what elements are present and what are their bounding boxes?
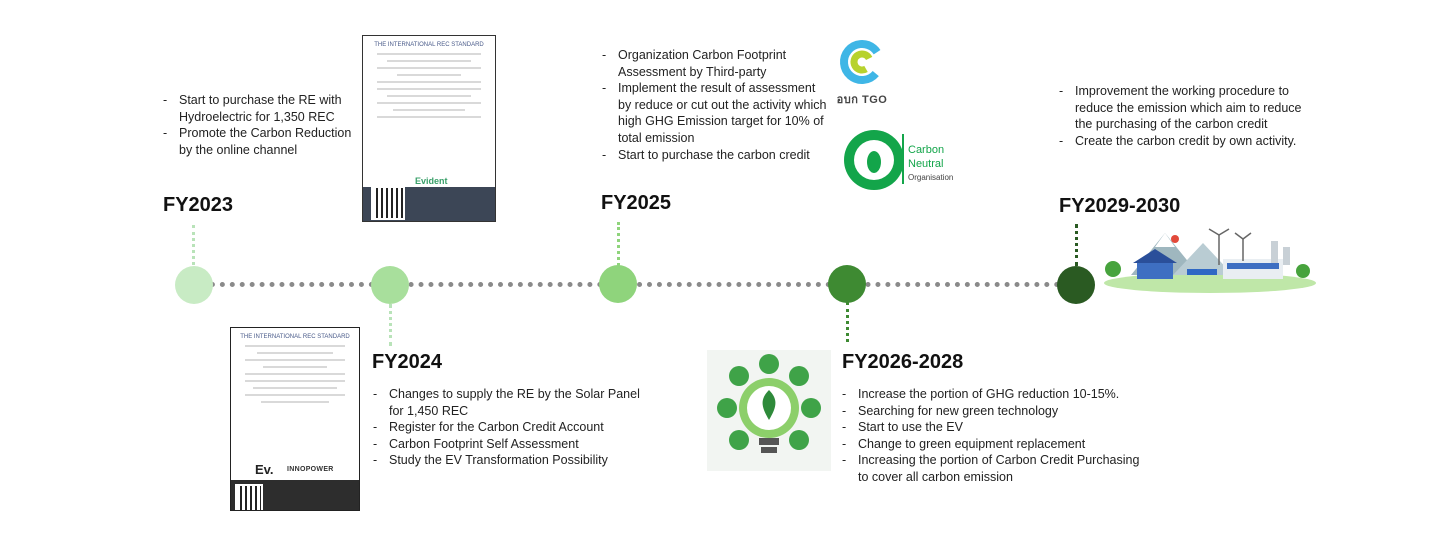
rec-certificate-bottom: THE INTERNATIONAL REC STANDARD Ev. INNOP… [230, 327, 360, 511]
connector-fy2023 [192, 225, 195, 265]
list-item: Study the EV Transformation Possibility [373, 452, 643, 469]
certificate-title: THE INTERNATIONAL REC STANDARD [240, 334, 350, 340]
list-item: Changes to supply the RE by the Solar Pa… [373, 386, 643, 419]
connector-fy2024 [389, 304, 392, 346]
innopower-logo: INNOPOWER [287, 466, 334, 473]
fy2026-list: Increase the portion of GHG reduction 10… [842, 386, 1142, 486]
timeline-line [200, 282, 1080, 287]
list-item: Carbon Footprint Self Assessment [373, 436, 643, 453]
list-item: Start to purchase the carbon credit [602, 147, 830, 164]
list-item: Create the carbon credit by own activity… [1059, 133, 1314, 150]
ev-logo: Ev. [255, 462, 274, 477]
tgo-logo: อบก TGO [836, 38, 888, 116]
tgo-logo-text: อบก TGO [836, 94, 888, 106]
list-item: Improvement the working procedure to red… [1059, 83, 1314, 133]
timeline-node-fy2029 [1057, 266, 1095, 304]
year-label-fy2023: FY2023 [163, 194, 234, 216]
connector-fy2025 [617, 222, 620, 266]
carbon-neutral-line1: Carbon [908, 144, 945, 156]
bulb-icon [707, 350, 831, 471]
connector-fy2026 [846, 302, 849, 342]
timeline-node-fy2023 [175, 266, 213, 304]
evident-logo: Evident [415, 176, 448, 186]
fy2024-list: Changes to supply the RE by the Solar Pa… [373, 386, 643, 469]
carbon-neutral-line2: Neutral [908, 158, 944, 170]
carbon-neutral-line3: Organisation [908, 173, 954, 182]
list-item: Implement the result of assessment by re… [602, 80, 830, 146]
list-item: Change to green equipment replacement [842, 436, 1142, 453]
list-item: Increase the portion of GHG reduction 10… [842, 386, 1142, 403]
year-label-fy2024: FY2024 [372, 351, 443, 373]
timeline-node-fy2024 [371, 266, 409, 304]
timeline-node-fy2025 [599, 265, 637, 303]
year-label-fy2026-2028: FY2026-2028 [842, 351, 964, 373]
certificate-title: THE INTERNATIONAL REC STANDARD [374, 42, 484, 48]
year-label-fy2025: FY2025 [601, 192, 672, 214]
list-item: Register for the Carbon Credit Account [373, 419, 643, 436]
rec-certificate-top: THE INTERNATIONAL REC STANDARD Evident [362, 35, 496, 222]
carbon-neutral-logo: Carbon Neutral Organisation [842, 128, 962, 194]
list-item: Organization Carbon Footprint Assessment… [602, 47, 830, 80]
list-item: Start to purchase the RE with Hydroelect… [163, 92, 358, 125]
list-item: Increasing the portion of Carbon Credit … [842, 452, 1142, 485]
fy2025-list: Organization Carbon Footprint Assessment… [602, 47, 830, 163]
list-item: Start to use the EV [842, 419, 1142, 436]
qr-code-icon [371, 186, 405, 220]
landscape-icon [1103, 225, 1317, 295]
connector-fy2029 [1075, 224, 1078, 266]
list-item: Searching for new green technology [842, 403, 1142, 420]
year-label-fy2029-2030: FY2029-2030 [1059, 195, 1181, 217]
fy2029-list: Improvement the working procedure to red… [1059, 83, 1314, 149]
timeline-node-fy2026 [828, 265, 866, 303]
qr-code-icon [235, 484, 263, 510]
list-item: Promote the Carbon Reduction by the onli… [163, 125, 358, 158]
fy2023-list: Start to purchase the RE with Hydroelect… [163, 92, 358, 158]
